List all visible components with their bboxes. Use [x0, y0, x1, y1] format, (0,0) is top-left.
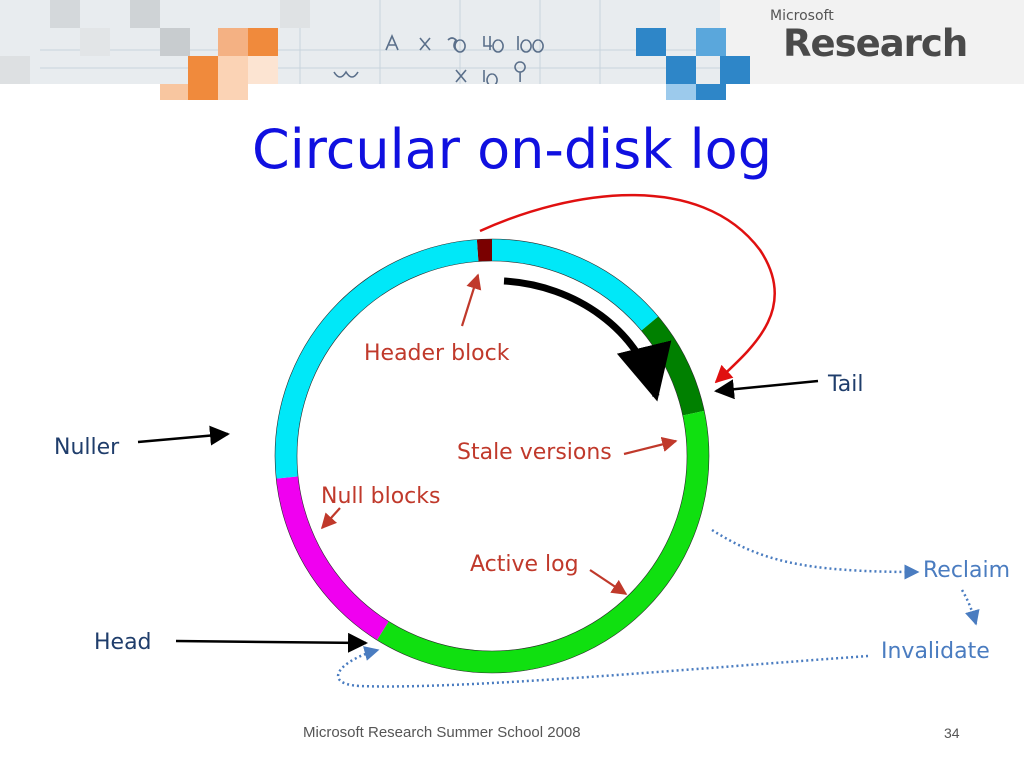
null-blocks-arrow — [320, 507, 341, 530]
tail-arrow — [714, 379, 819, 400]
invalidate-to-head-arrow — [336, 646, 869, 688]
top-banner: Microsoft Research — [0, 0, 1024, 100]
slide-title: Circular on-disk log — [251, 118, 772, 181]
ring-inner-outline — [296, 260, 688, 652]
microsoft-wordmark: Microsoft — [770, 8, 834, 24]
nuller-arrow — [137, 425, 230, 446]
null-blocks-segment — [276, 476, 389, 641]
page-number: 34 — [944, 725, 960, 741]
write-direction-arrow — [503, 277, 672, 402]
reclaim-flow-arrow — [711, 528, 920, 580]
reclaim-label: Reclaim — [923, 558, 1010, 583]
header-block-arrow — [460, 273, 482, 327]
nuller-label: Nuller — [54, 435, 120, 460]
empty-segment — [275, 239, 479, 479]
log-ring — [274, 238, 710, 674]
research-logo: Research — [783, 22, 968, 65]
written-segment — [491, 239, 659, 331]
active-log-segment — [377, 410, 709, 673]
banner-graphic — [0, 0, 1024, 100]
active-log-arrow — [589, 569, 628, 595]
header-block-segment — [476, 239, 493, 262]
header-to-tail-link — [479, 193, 776, 384]
active-log-label: Active log — [470, 552, 579, 577]
stale-versions-arrow — [623, 436, 678, 456]
null-blocks-label: Null blocks — [321, 484, 440, 509]
ring-outer-outline — [274, 238, 710, 674]
head-arrow — [175, 632, 368, 653]
stale-versions-segment — [641, 316, 705, 416]
invalidate-flow-arrow — [960, 589, 980, 626]
invalidate-label: Invalidate — [881, 639, 990, 664]
head-label: Head — [94, 630, 152, 655]
tail-label: Tail — [827, 372, 864, 397]
stale-versions-label: Stale versions — [457, 440, 612, 465]
footer-text: Microsoft Research Summer School 2008 — [303, 724, 581, 741]
header-block-label: Header block — [364, 341, 510, 366]
